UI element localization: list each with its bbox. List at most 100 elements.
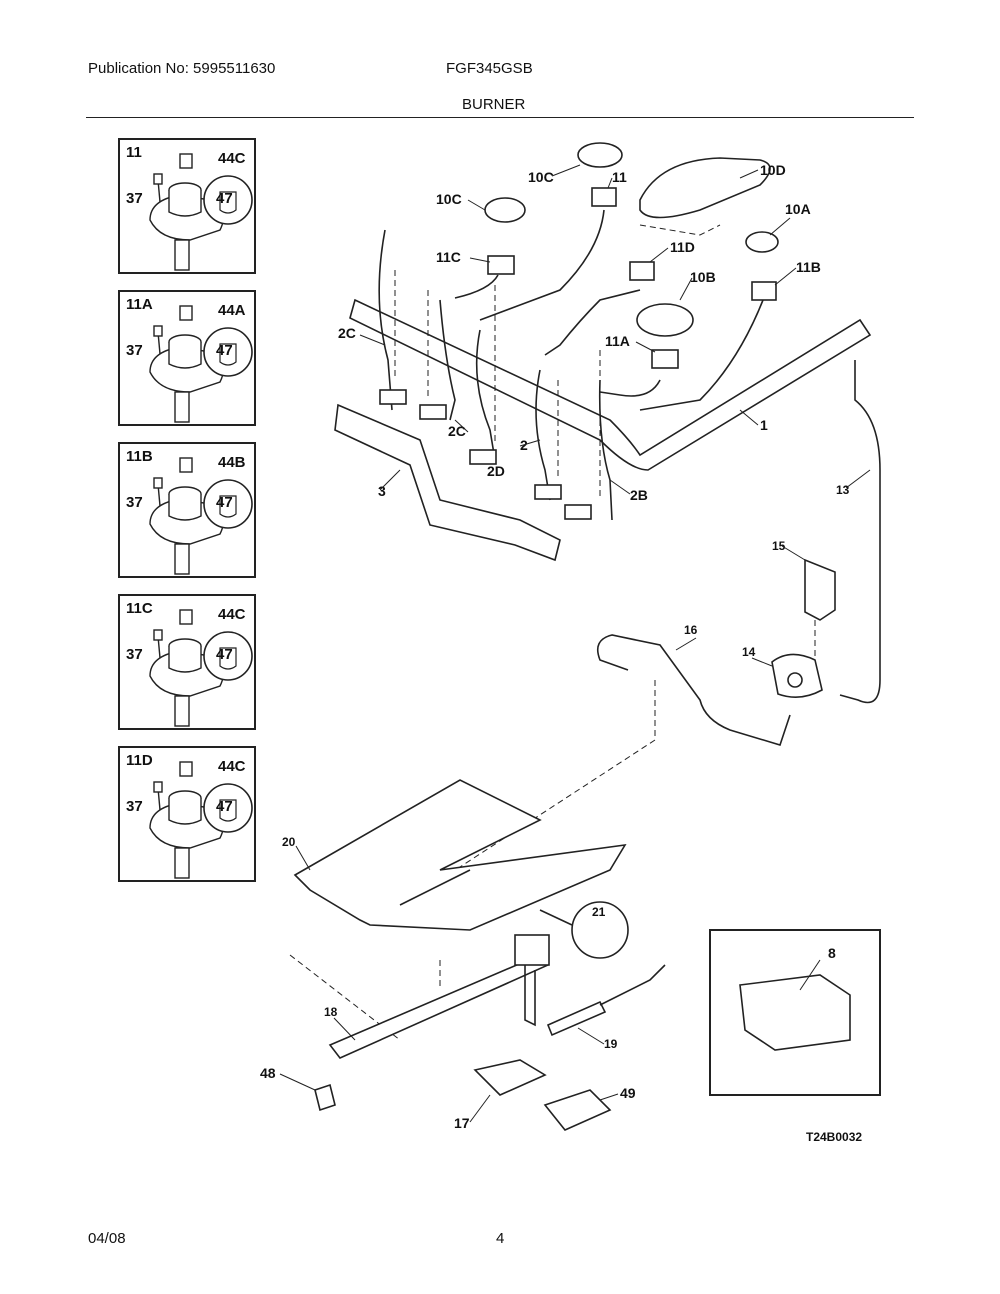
publication-number: Publication No: 5995511630 [88, 60, 276, 77]
inset-orifice-label: 47 [216, 342, 233, 359]
inset-cap-label: 44C [218, 150, 246, 167]
burner-inset-11a: 11A 44A 37 47 [118, 290, 256, 426]
mounting-clip-48 [314, 1083, 336, 1112]
burner-tube-11 [479, 209, 605, 321]
inset-orifice-label: 47 [216, 494, 233, 511]
burner-base-drawing [149, 609, 253, 727]
spark-module [739, 974, 851, 1051]
oven-burner-tube [328, 954, 550, 1059]
callout-2c-left: 2C [338, 325, 356, 341]
callout-14: 14 [742, 645, 756, 659]
callout-17: 17 [454, 1115, 470, 1131]
oven-igniter [546, 1000, 607, 1037]
inset-screw-label: 37 [126, 190, 143, 207]
model-number: FGF345GSB [446, 60, 533, 77]
burner-base-drawing [149, 761, 253, 879]
inset-orifice-label: 47 [216, 190, 233, 207]
inset-cap-label: 44C [218, 606, 246, 623]
electrode-wire-2d [475, 329, 496, 461]
burner-base-11b [751, 281, 777, 301]
burner-base-11 [591, 187, 617, 207]
burner-base-11a [651, 349, 679, 369]
electrode-wire-2c-mid [439, 299, 456, 421]
callout-1: 1 [760, 417, 768, 433]
callout-49: 49 [620, 1085, 636, 1101]
burner-base-drawing [149, 457, 253, 575]
burner-head-10c-left [484, 197, 526, 223]
manifold-tube [349, 298, 872, 471]
inset-part-id: 11 [126, 144, 142, 161]
electrode-wire-2 [535, 369, 551, 501]
header-rule [86, 117, 914, 118]
callout-11a: 11A [605, 333, 630, 349]
callout-13: 13 [836, 483, 850, 497]
callout-10b: 10B [690, 269, 716, 285]
callout-8: 8 [828, 945, 836, 961]
callout-10a: 10A [785, 201, 811, 217]
inset-cap-label: 44A [218, 302, 246, 319]
burner-tube-11b [639, 294, 766, 411]
valve-row [379, 389, 592, 520]
inset-cap-label: 44C [218, 758, 246, 775]
inset-screw-label: 37 [126, 342, 143, 359]
inset-part-id: 11B [126, 448, 153, 465]
callout-10c-left: 10C [436, 191, 462, 207]
callout-2d: 2D [487, 463, 505, 479]
inset-cap-label: 44B [218, 454, 246, 471]
callout-20: 20 [282, 835, 296, 849]
callout-48: 48 [260, 1065, 276, 1081]
burner-inset-11: 11 44C 37 47 [118, 138, 256, 274]
callout-11b: 11B [796, 259, 821, 275]
callout-3: 3 [378, 483, 386, 499]
regulator-tube-16 [596, 634, 791, 746]
callout-15: 15 [772, 539, 786, 553]
burner-inset-11d: 11D 44C 37 47 [118, 746, 256, 882]
callout-10c-top: 10C [528, 169, 554, 185]
footer-date: 04/08 [88, 1230, 126, 1247]
burner-base-drawing [149, 305, 253, 423]
callout-11c: 11C [436, 249, 461, 265]
burner-head-10b [636, 303, 694, 337]
burner-cap-10d [639, 157, 771, 219]
inset-part-id: 11A [126, 296, 153, 313]
burner-inset-11b: 11B 44B 37 47 [118, 442, 256, 578]
inset-screw-label: 37 [126, 494, 143, 511]
pressure-regulator [771, 653, 823, 698]
burner-inset-11c: 11C 44C 37 47 [118, 594, 256, 730]
burner-base-11c [487, 255, 515, 275]
burner-tube-10c [454, 274, 499, 299]
burner-tube-11d [544, 289, 641, 356]
oven-burner-baffle [293, 779, 627, 931]
burner-base-11d [629, 261, 655, 281]
nut-21-detail [571, 901, 629, 959]
burner-head-10c-top [577, 142, 623, 168]
supply-tube-13 [839, 360, 881, 704]
front-bracket [334, 403, 561, 562]
inset-screw-label: 37 [126, 646, 143, 663]
inset-part-id: 11D [126, 752, 153, 769]
burner-head-10a [745, 231, 779, 253]
footer-page: 4 [496, 1230, 505, 1247]
inset-part-id: 11C [126, 600, 153, 617]
callout-2b: 2B [630, 487, 648, 503]
inset-orifice-label: 47 [216, 798, 233, 815]
callout-11d: 11D [670, 239, 695, 255]
oven-burner-mixer [514, 934, 550, 966]
section-title: BURNER [462, 96, 526, 113]
burner-tube-11a [599, 379, 661, 397]
inset-orifice-label: 47 [216, 646, 233, 663]
oven-safety-valve [473, 1059, 547, 1096]
callout-21: 21 [592, 905, 606, 919]
callout-2c-mid: 2C [448, 423, 466, 439]
callout-19: 19 [604, 1037, 618, 1051]
callout-16: 16 [684, 623, 698, 637]
callout-10d: 10D [760, 162, 786, 178]
callout-11-top: 11 [612, 169, 627, 185]
mounting-bracket-49 [543, 1089, 612, 1131]
electrode-wire-2c-left [378, 229, 393, 411]
drawing-code: T24B0032 [806, 1130, 862, 1144]
inset-screw-label: 37 [126, 798, 143, 815]
regulator-bracket [804, 558, 836, 621]
callout-18: 18 [324, 1005, 338, 1019]
